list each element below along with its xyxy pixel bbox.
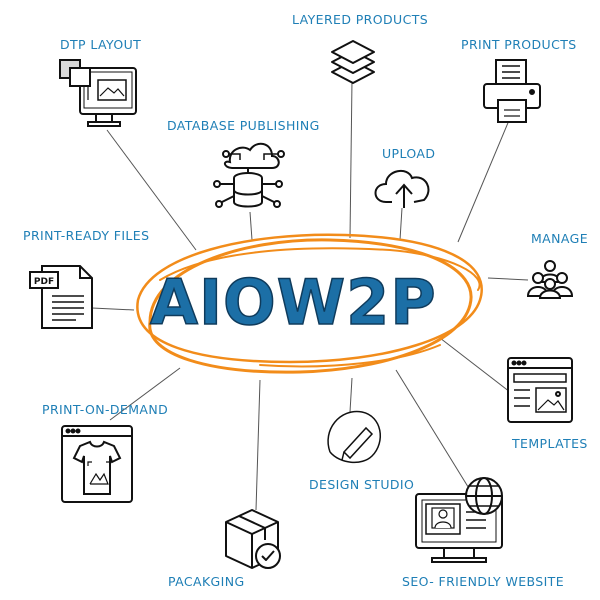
printer-icon xyxy=(483,59,541,123)
label-layered-products: LAYERED PRODUCTS xyxy=(292,12,429,27)
package-check-icon xyxy=(225,509,281,569)
label-templates: TEMPLATES xyxy=(512,436,588,451)
center-title: AIOW2P xyxy=(149,266,437,339)
label-seo-friendly-website: SEO- FRIENDLY WEBSITE xyxy=(402,574,565,589)
template-window-icon xyxy=(507,357,573,423)
pen-circle-icon xyxy=(327,410,381,464)
svg-text:PDF: PDF xyxy=(34,277,54,287)
label-design-studio: DESIGN STUDIO xyxy=(309,477,415,492)
label-upload: UPLOAD xyxy=(382,146,436,161)
globe-monitor-icon xyxy=(415,477,503,563)
label-print-ready-files: PRINT-READY FILES xyxy=(23,228,150,243)
center-scribble xyxy=(136,233,483,374)
cloud-upload-icon xyxy=(374,169,430,208)
pdf-file-icon: PDF xyxy=(29,265,93,329)
layers-icon xyxy=(331,40,375,84)
connector-lines xyxy=(91,79,529,511)
users-group-icon xyxy=(526,260,574,299)
label-database-publishing: DATABASE PUBLISHING xyxy=(167,118,320,133)
database-cloud-icon xyxy=(213,142,285,208)
label-manage: MANAGE xyxy=(531,231,589,246)
dtp-monitor-icon xyxy=(59,59,137,127)
label-packaging: PACAKGING xyxy=(168,574,245,589)
tshirt-window-icon xyxy=(61,425,133,503)
label-print-products: PRINT PRODUCTS xyxy=(461,37,577,52)
label-dtp-layout: DTP LAYOUT xyxy=(60,37,142,52)
label-print-on-demand: PRINT-ON-DEMAND xyxy=(42,402,169,417)
